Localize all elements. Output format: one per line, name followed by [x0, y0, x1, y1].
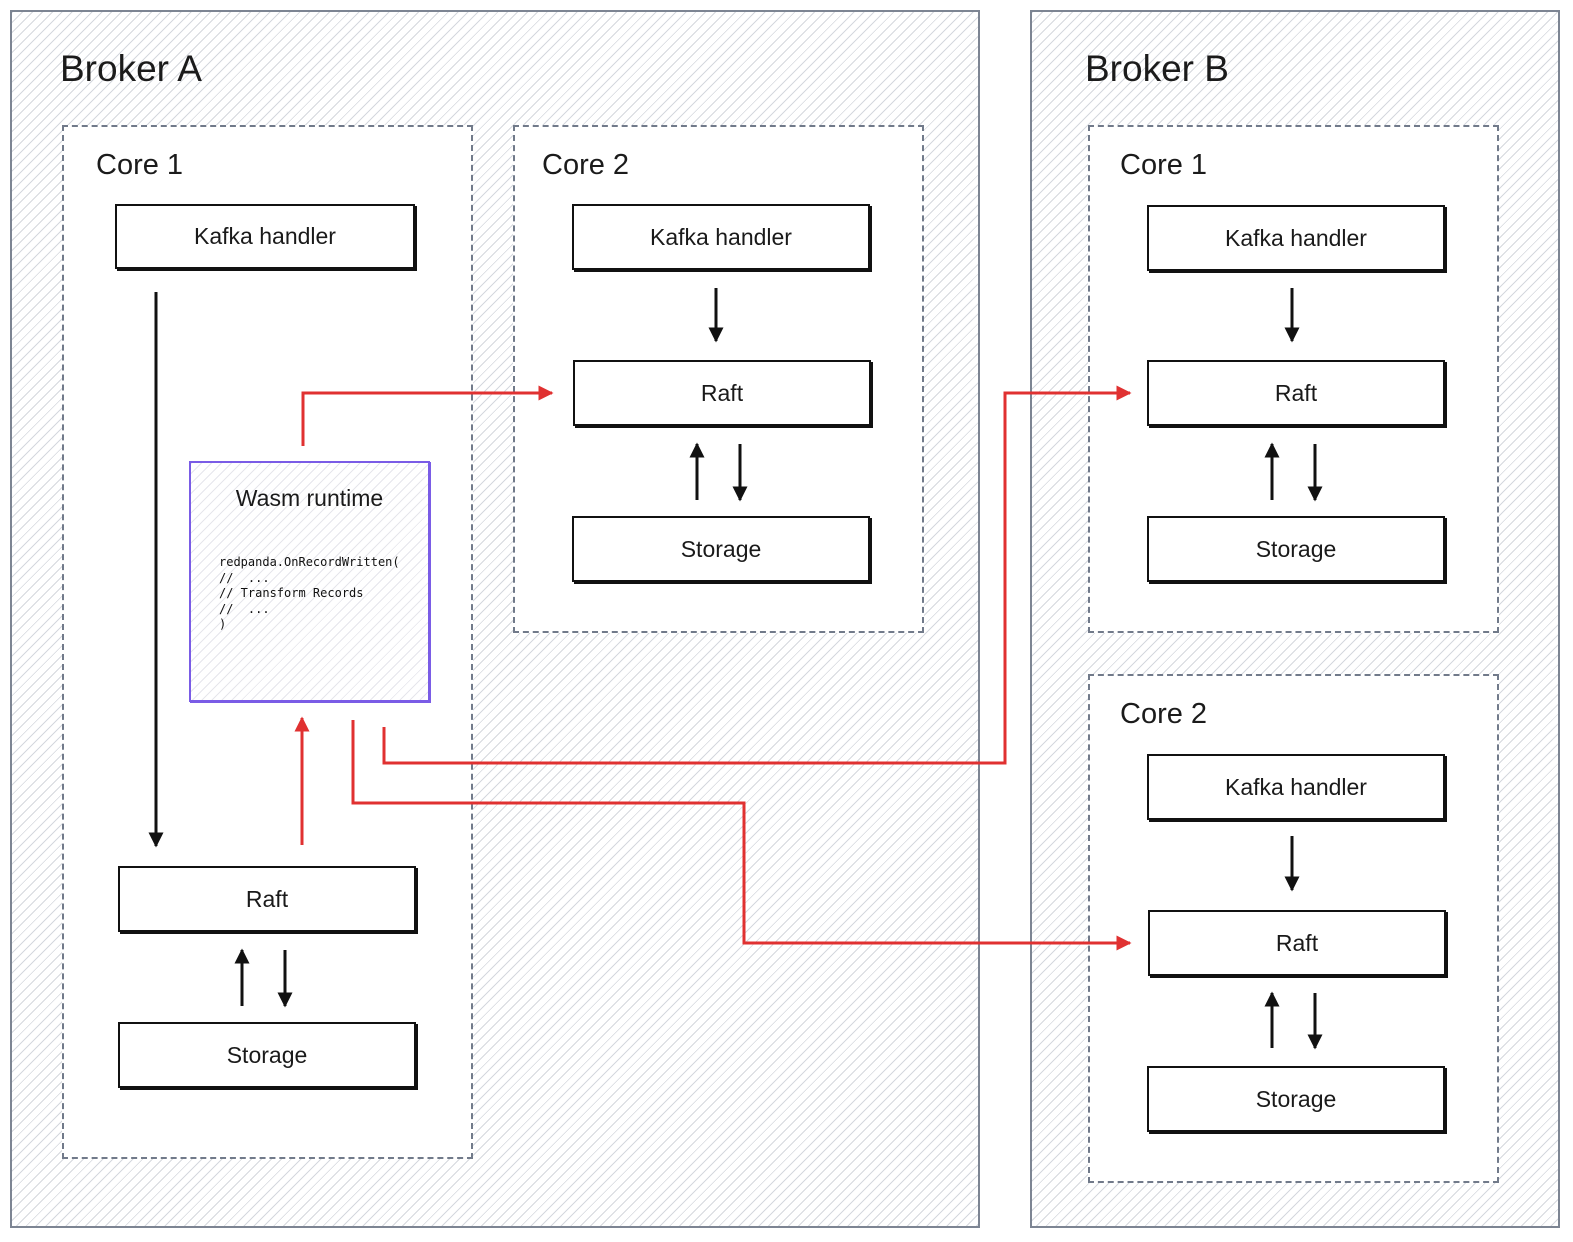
broker-b-core-1-storage: Storage	[1147, 516, 1445, 582]
broker-b-core-2-raft: Raft	[1148, 910, 1446, 976]
arrow-wasm-to-a2-raft	[301, 385, 554, 446]
code-line: // ...	[219, 601, 270, 616]
broker-a-core-1-kafka-handler: Kafka handler	[115, 204, 415, 269]
broker-b-title: Broker B	[1085, 48, 1229, 89]
wasm-runtime-title: Wasm runtime	[235, 485, 384, 511]
core-title: Core 1	[96, 149, 184, 181]
arrow-wasm-to-b1-raft	[382, 385, 1132, 765]
code-line: // Transform Records	[219, 586, 364, 600]
broker-a-core-2-raft: Raft	[573, 360, 871, 426]
code-line: redpanda.OnRecordWritten(	[219, 555, 400, 569]
broker-b-core-2-storage: Storage	[1147, 1066, 1445, 1132]
broker-a-title: Broker A	[60, 48, 202, 89]
broker-b-core-2-kafka-handler: Kafka handler	[1147, 754, 1445, 820]
broker-b-core-1-raft: Raft	[1147, 360, 1445, 426]
broker-a-core-1-storage: Storage	[118, 1022, 416, 1088]
broker-a-core-1-raft: Raft	[118, 866, 416, 932]
broker-b-core-1-kafka-handler: Kafka handler	[1147, 205, 1445, 271]
arrow-wasm-to-b2-raft	[351, 720, 1132, 951]
core-title: Core 1	[1120, 149, 1208, 181]
wasm-runtime: Wasm runtime redpanda.OnRecordWritten(//…	[189, 461, 430, 702]
core-title: Core 2	[542, 149, 630, 181]
broker-a-core-2-storage: Storage	[572, 516, 870, 582]
transform-code: redpanda.OnRecordWritten(// ...// Transf…	[219, 555, 400, 633]
core-title: Core 2	[1120, 698, 1208, 730]
code-line: )	[219, 617, 227, 631]
code-line: // ...	[219, 570, 270, 585]
broker-a-core-2-kafka-handler: Kafka handler	[572, 204, 870, 270]
